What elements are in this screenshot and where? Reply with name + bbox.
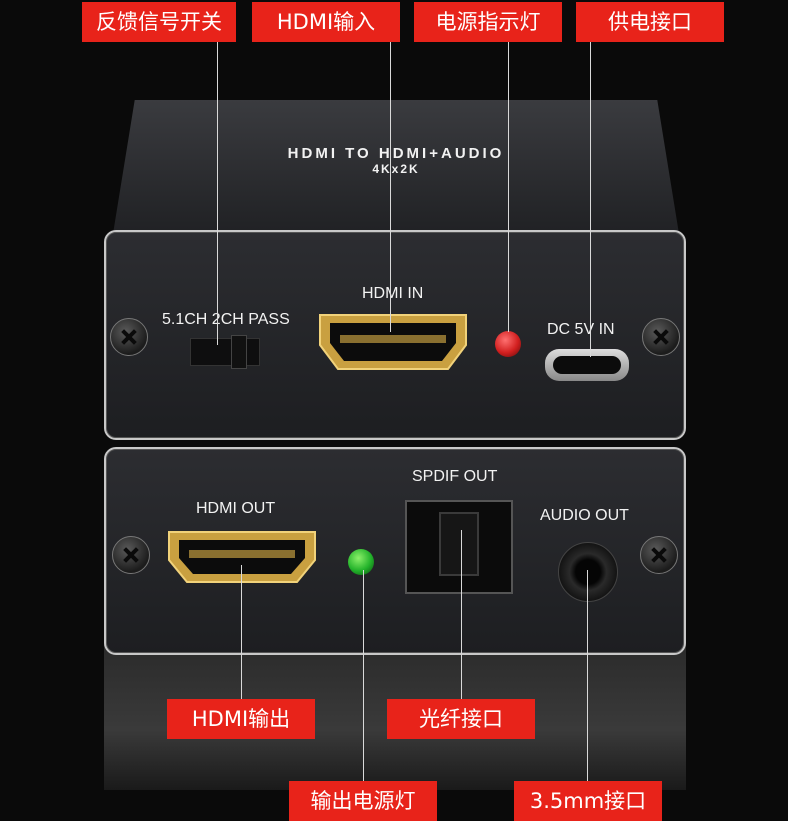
callout-feedback-switch: 反馈信号开关	[82, 2, 236, 42]
hdmi-out-label: HDMI OUT	[196, 500, 276, 517]
spdif-label: SPDIF OUT	[412, 468, 498, 485]
leader-audio-jack	[587, 570, 588, 783]
leader-power-indicator	[508, 42, 509, 332]
hdmi-out-port-icon	[168, 531, 316, 583]
dc-in-label: DC 5V IN	[547, 321, 615, 338]
screw-back-right	[640, 536, 678, 574]
leader-feedback-switch	[217, 42, 218, 345]
callout-output-power-light: 输出电源灯	[289, 781, 437, 821]
callout-power-port: 供电接口	[576, 2, 724, 42]
switch-slider	[231, 335, 247, 369]
mode-switch[interactable]	[190, 335, 260, 369]
micro-usb-port	[545, 349, 629, 381]
audio-out-label: AUDIO OUT	[540, 507, 629, 524]
leader-hdmi-out	[241, 565, 242, 700]
device-title: HDMI TO HDMI+AUDIO	[287, 145, 505, 162]
leader-output-led	[363, 570, 364, 783]
screw-back-left	[112, 536, 150, 574]
leader-optical	[461, 530, 462, 700]
callout-hdmi-in: HDMI输入	[252, 2, 400, 42]
device-top: HDMI TO HDMI+AUDIO 4Kx2K	[112, 100, 680, 240]
leader-power-port	[590, 42, 591, 357]
leader-hdmi-in	[390, 42, 391, 332]
optical-port	[405, 500, 513, 594]
hdmi-in-label: HDMI IN	[362, 285, 424, 302]
audio-jack-port	[558, 542, 618, 602]
callout-optical-port: 光纤接口	[387, 699, 535, 739]
screw-front-right	[642, 318, 680, 356]
callout-audio-jack: 3.5mm接口	[514, 781, 662, 821]
power-indicator-led	[495, 331, 521, 357]
device-subtitle: 4Kx2K	[372, 162, 420, 176]
screw-front-left	[110, 318, 148, 356]
output-power-led	[348, 549, 374, 575]
switch-label: 5.1CH 2CH PASS	[162, 311, 290, 328]
callout-hdmi-out: HDMI输出	[167, 699, 315, 739]
hdmi-in-port-icon	[319, 314, 467, 370]
callout-power-indicator: 电源指示灯	[414, 2, 562, 42]
